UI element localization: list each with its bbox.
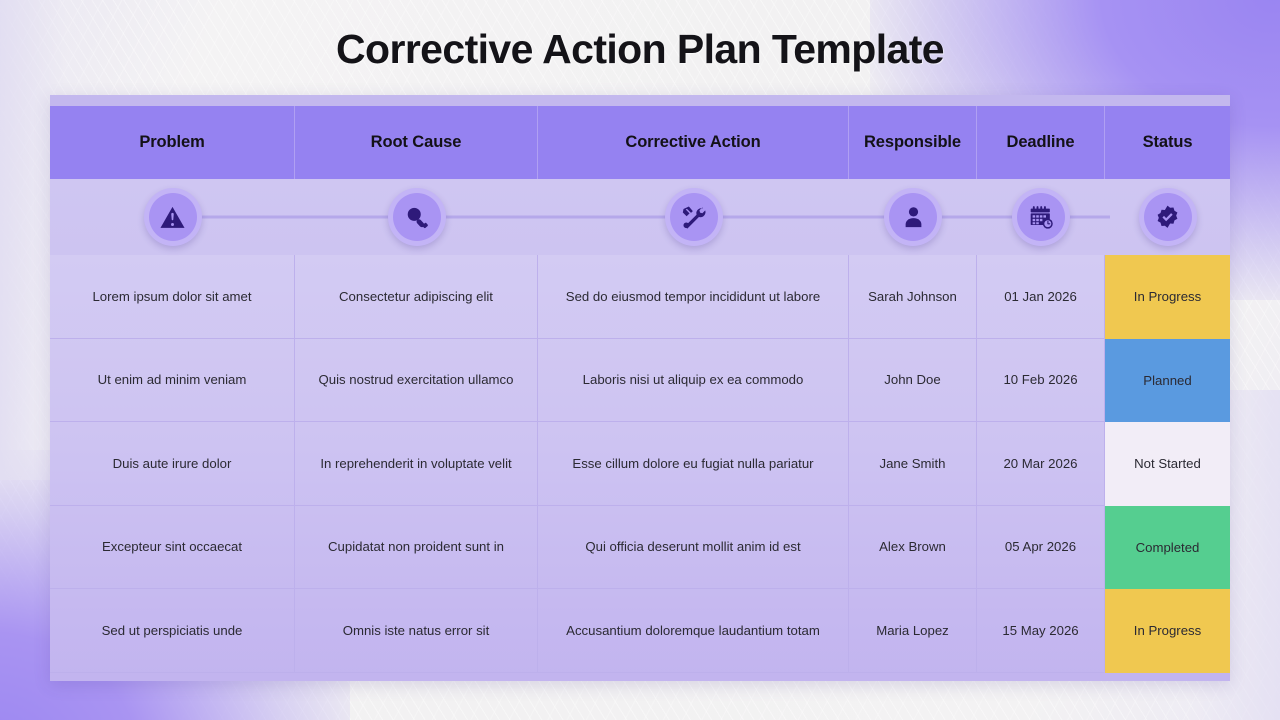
table-cell-responsible[interactable]: Sarah Johnson — [849, 255, 977, 339]
table-cell-responsible[interactable]: Maria Lopez — [849, 589, 977, 673]
table-cell-deadline[interactable]: 05 Apr 2026 — [977, 505, 1105, 589]
table-cell-root_cause[interactable]: Cupidatat non proident sunt in — [295, 505, 538, 589]
person-icon[interactable] — [884, 188, 942, 246]
table-cell-root_cause[interactable]: Consectetur adipiscing elit — [295, 255, 538, 339]
table-cell-problem[interactable]: Sed ut perspiciatis unde — [50, 589, 295, 673]
process-icon-row — [50, 179, 1230, 255]
column-header-deadline[interactable]: Deadline — [977, 106, 1105, 179]
status-badge[interactable]: Not Started — [1105, 422, 1230, 506]
column-header-problem[interactable]: Problem — [50, 106, 295, 179]
table-cell-responsible[interactable]: John Doe — [849, 338, 977, 422]
table-cell-problem[interactable]: Lorem ipsum dolor sit amet — [50, 255, 295, 339]
table-cell-action[interactable]: Esse cillum dolore eu fugiat nulla paria… — [538, 422, 849, 506]
status-badge[interactable]: In Progress — [1105, 589, 1230, 673]
table-cell-action[interactable]: Qui officia deserunt mollit anim id est — [538, 505, 849, 589]
status-badge[interactable]: In Progress — [1105, 255, 1230, 339]
table-cell-responsible[interactable]: Alex Brown — [849, 505, 977, 589]
table-cell-deadline[interactable]: 20 Mar 2026 — [977, 422, 1105, 506]
tools-icon[interactable] — [664, 188, 723, 246]
table-cell-deadline[interactable]: 10 Feb 2026 — [977, 338, 1105, 422]
table-cell-problem[interactable]: Duis aute irure dolor — [50, 422, 295, 506]
table-cell-deadline[interactable]: 01 Jan 2026 — [977, 255, 1105, 339]
table-cell-responsible[interactable]: Jane Smith — [849, 422, 977, 506]
page-title: Corrective Action Plan Template — [336, 26, 945, 72]
status-badge[interactable]: Completed — [1105, 505, 1230, 589]
table-cell-problem[interactable]: Excepteur sint occaecat — [50, 505, 295, 589]
table-cell-action[interactable]: Sed do eiusmod tempor incididunt ut labo… — [538, 255, 849, 339]
table-cell-problem[interactable]: Ut enim ad minim veniam — [50, 338, 295, 422]
table-body-background — [50, 255, 1230, 681]
table-cell-action[interactable]: Laboris nisi ut aliquip ex ea commodo — [538, 338, 849, 422]
calendar-clock-icon[interactable] — [1012, 188, 1070, 246]
table-cell-deadline[interactable]: 15 May 2026 — [977, 589, 1105, 673]
status-badge[interactable]: Planned — [1105, 338, 1230, 422]
table-cell-root_cause[interactable]: Omnis iste natus error sit — [295, 589, 538, 673]
magnifying-glass-icon[interactable] — [387, 188, 446, 246]
verified-check-icon[interactable] — [1138, 188, 1197, 246]
column-header-status[interactable]: Status — [1105, 106, 1230, 179]
column-header-responsible[interactable]: Responsible — [849, 106, 977, 179]
column-header-root_cause[interactable]: Root Cause — [295, 106, 538, 179]
column-header-action[interactable]: Corrective Action — [538, 106, 849, 179]
table-cell-action[interactable]: Accusantium doloremque laudantium totam — [538, 589, 849, 673]
table-cell-root_cause[interactable]: Quis nostrud exercitation ullamco — [295, 338, 538, 422]
table-cell-root_cause[interactable]: In reprehenderit in voluptate velit — [295, 422, 538, 506]
warning-triangle-icon[interactable] — [143, 188, 202, 246]
process-connector-line — [170, 215, 1110, 219]
